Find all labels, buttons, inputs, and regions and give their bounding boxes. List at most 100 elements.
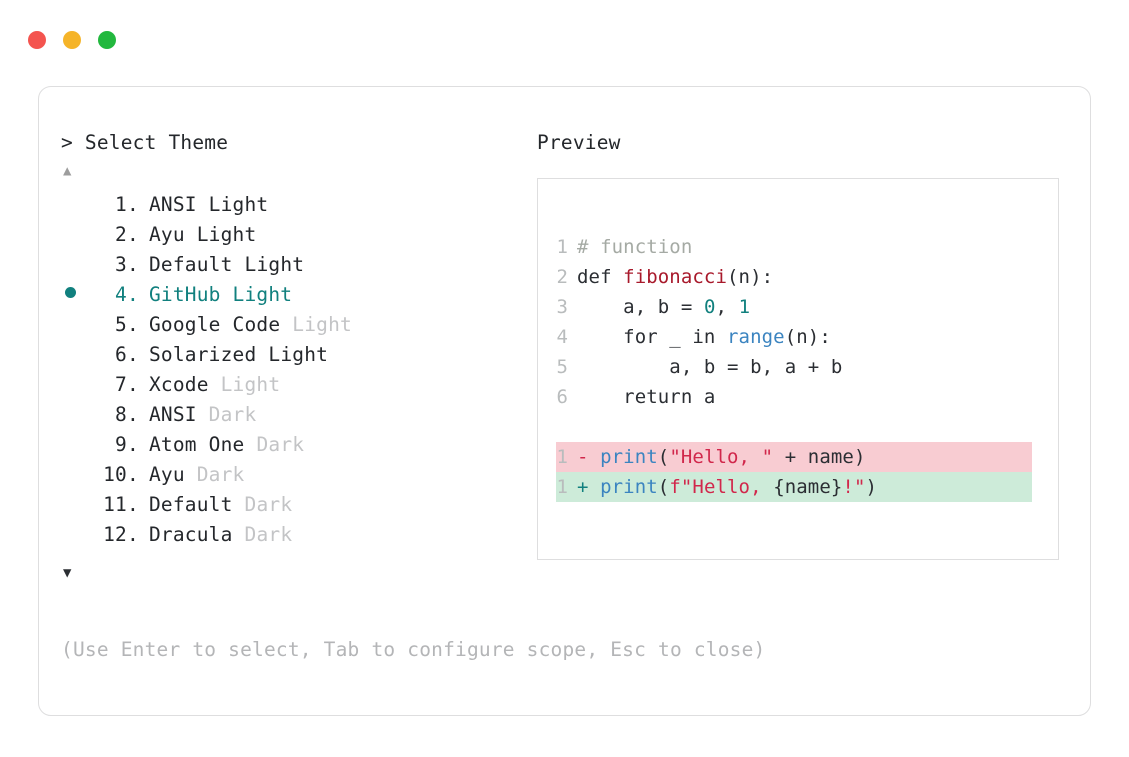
theme-item-variant: Dark xyxy=(208,403,257,426)
theme-item-variant: Light xyxy=(292,313,352,336)
scroll-up-icon[interactable]: ▲ xyxy=(63,163,72,179)
theme-list-item[interactable]: 11.Default Dark xyxy=(61,490,531,520)
diff-token: "Hello, " xyxy=(669,446,774,468)
theme-item-name: Atom One xyxy=(148,433,245,456)
theme-item-name: Ayu xyxy=(148,463,185,486)
code-line: 1 # function xyxy=(556,232,842,262)
line-number: 1 xyxy=(556,236,568,258)
theme-item-name: ANSI xyxy=(148,193,197,216)
code-token: a, b = xyxy=(577,296,704,318)
diff-sign: - xyxy=(577,446,601,468)
prompt-line: > Select Theme xyxy=(61,131,531,155)
theme-list-item[interactable]: 2.Ayu Light xyxy=(61,220,531,250)
code-token: , xyxy=(715,296,739,318)
code-line: 5 a, b = b, a + b xyxy=(556,352,842,382)
code-token: a, b = b, a + b xyxy=(577,356,843,378)
diff-token: ) xyxy=(865,476,878,498)
line-number: 5 xyxy=(556,356,568,378)
theme-item-index: 4 xyxy=(115,283,127,306)
diff-token: !" xyxy=(842,476,866,498)
scroll-down-icon[interactable]: ▼ xyxy=(63,565,72,581)
diff-sample: 1- print("Hello, " + name)1+ print(f"Hel… xyxy=(556,442,1032,502)
theme-item-index: 10 xyxy=(103,463,127,486)
theme-item-index: 6 xyxy=(115,343,127,366)
theme-item-variant: Light xyxy=(196,223,257,246)
line-number: 2 xyxy=(556,266,568,288)
minimize-button[interactable] xyxy=(63,31,81,49)
code-line: 3 a, b = 0, 1 xyxy=(556,292,842,322)
theme-item-variant: Light xyxy=(208,193,269,216)
theme-item-variant: Dark xyxy=(256,433,305,456)
theme-item-index-dot: . xyxy=(127,283,139,306)
theme-item-variant: Dark xyxy=(196,463,245,486)
code-token: range xyxy=(727,326,785,348)
code-token: # function xyxy=(577,236,693,258)
theme-list-item[interactable]: 6.Solarized Light xyxy=(61,340,531,370)
line-number: 6 xyxy=(556,386,568,408)
theme-item-name: Xcode xyxy=(148,373,209,396)
theme-list-item[interactable]: 3.Default Light xyxy=(61,250,531,280)
theme-item-index: 1 xyxy=(115,193,127,216)
theme-item-index-dot: . xyxy=(127,433,139,456)
diff-sign: + xyxy=(577,476,601,498)
theme-item-index-dot: . xyxy=(127,253,139,276)
code-line: 6 return a xyxy=(556,382,842,412)
code-token: 1 xyxy=(738,296,751,318)
diff-line-number: 1 xyxy=(556,476,568,498)
theme-item-name: ANSI xyxy=(148,403,197,426)
theme-item-index-dot: . xyxy=(127,493,139,516)
theme-list-item[interactable]: 8.ANSI Dark xyxy=(61,400,531,430)
code-token: fibonacci xyxy=(623,266,728,288)
theme-item-index: 7 xyxy=(115,373,127,396)
diff-line-number: 1 xyxy=(556,446,568,468)
theme-list-item[interactable]: 4.GitHub Light xyxy=(61,280,531,310)
close-button[interactable] xyxy=(28,31,46,49)
diff-token: print xyxy=(600,476,658,498)
prompt-caret-icon: > xyxy=(61,131,73,154)
maximize-button[interactable] xyxy=(98,31,116,49)
code-token: for _ in xyxy=(577,326,728,348)
theme-list-item[interactable]: 9. Atom One Dark xyxy=(61,430,531,460)
theme-item-index: 12 xyxy=(103,523,127,546)
code-line: 4 for _ in range(n): xyxy=(556,322,842,352)
theme-item-index-dot: . xyxy=(127,523,139,546)
code-token: (n): xyxy=(727,266,774,288)
theme-list-item[interactable]: 1. ANSI Light xyxy=(61,190,531,220)
diff-token: + name) xyxy=(773,446,866,468)
diff-token: ( xyxy=(657,446,670,468)
code-token: return a xyxy=(577,386,716,408)
theme-item-name: GitHub xyxy=(148,283,221,306)
line-number: 4 xyxy=(556,326,568,348)
theme-list-item[interactable]: 7. Xcode Light xyxy=(61,370,531,400)
line-number: 3 xyxy=(556,296,568,318)
diff-token: print xyxy=(600,446,658,468)
theme-item-index-dot: . xyxy=(127,373,139,396)
theme-item-variant: Light xyxy=(244,253,305,276)
page-title: Select Theme xyxy=(84,131,229,154)
theme-list-item[interactable]: 10. Ayu Dark xyxy=(61,460,531,490)
theme-item-index: 3 xyxy=(115,253,127,276)
theme-item-index: 9 xyxy=(115,433,127,456)
code-token: (n): xyxy=(784,326,831,348)
theme-item-index-dot: . xyxy=(127,463,139,486)
theme-item-index-dot: . xyxy=(127,343,139,366)
theme-item-index-dot: . xyxy=(127,193,139,216)
diff-line: 1- print("Hello, " + name) xyxy=(556,442,1032,472)
theme-item-variant: Light xyxy=(220,373,281,396)
preview-label: Preview xyxy=(537,131,621,154)
theme-item-variant: Dark xyxy=(244,493,293,516)
theme-list-item[interactable]: 5.Google Code Light xyxy=(61,310,531,340)
theme-item-index-dot: . xyxy=(127,403,139,426)
theme-item-name: Solarized xyxy=(148,343,257,366)
diff-token: ( xyxy=(657,476,670,498)
theme-list-item[interactable]: 12.Dracula Dark xyxy=(61,520,531,550)
theme-item-index-dot: . xyxy=(127,313,139,336)
